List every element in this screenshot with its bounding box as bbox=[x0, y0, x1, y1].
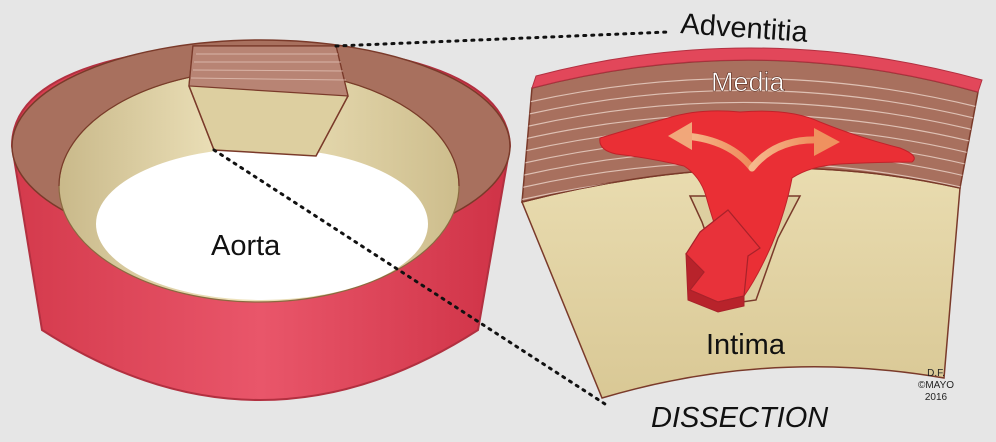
label-aorta: Aorta bbox=[211, 230, 281, 262]
label-dissection: DISSECTION bbox=[651, 402, 828, 434]
arrowhead-right bbox=[814, 128, 840, 156]
adventitia-layer bbox=[531, 47, 983, 93]
propagation-arrows bbox=[682, 132, 824, 172]
label-intima: Intima bbox=[706, 329, 786, 361]
entry-flow-arrow bbox=[685, 209, 761, 313]
credit-mayo: ©MAYO bbox=[918, 380, 954, 391]
aorta-ring bbox=[10, 39, 512, 401]
credit-stamp: D.F. ©MAYO 2016 bbox=[918, 368, 954, 403]
dissection-section bbox=[520, 47, 983, 399]
aorta-lumen bbox=[96, 148, 428, 300]
label-adventitia: Adventitia bbox=[680, 8, 810, 49]
aorta-cut-segment bbox=[188, 45, 349, 157]
credit-initials: D.F. bbox=[927, 368, 945, 379]
false-lumen bbox=[599, 110, 915, 297]
zoom-leader-lines bbox=[212, 30, 670, 406]
arrowhead-left bbox=[668, 122, 692, 150]
label-media: Media bbox=[711, 67, 786, 97]
credit-year: 2016 bbox=[925, 392, 948, 403]
